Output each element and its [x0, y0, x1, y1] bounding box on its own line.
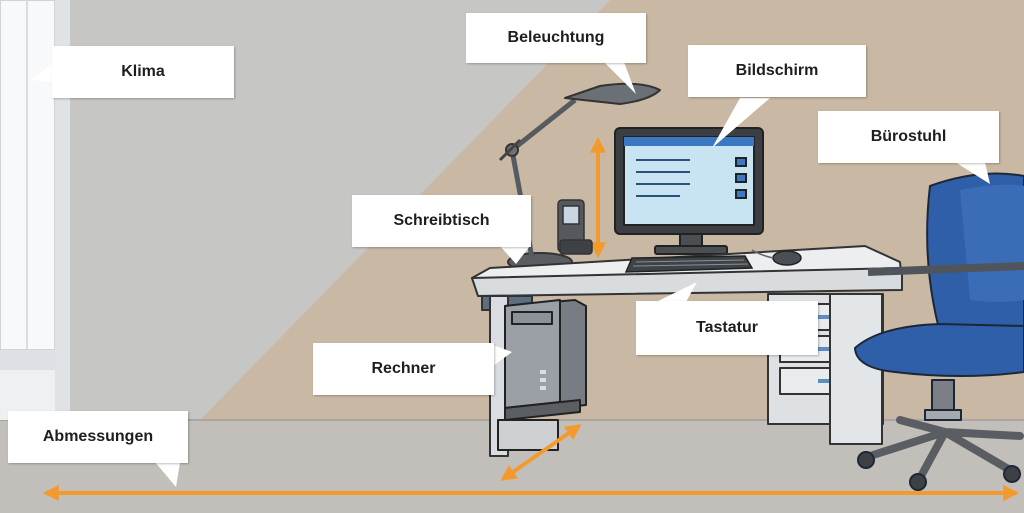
callout-buerostuhl-label: Bürostuhl — [870, 128, 947, 145]
keyboard — [624, 255, 754, 273]
callout-bildschirm: Bildschirm — [688, 45, 866, 97]
callout-pointers — [30, 62, 990, 487]
callout-beleuchtung: Beleuchtung — [466, 13, 646, 63]
callout-tastatur: Tastatur — [636, 301, 818, 355]
callout-abmessungen-label: Abmessungen — [42, 428, 154, 445]
callout-tastatur-label: Tastatur — [696, 319, 758, 336]
callout-rechner: Rechner — [313, 343, 494, 395]
callout-beleuchtung-label: Beleuchtung — [507, 29, 605, 46]
mouse — [751, 249, 802, 266]
callout-rechner-label: Rechner — [371, 360, 436, 377]
desk-phone — [557, 199, 593, 255]
callout-buerostuhl: Bürostuhl — [818, 111, 999, 163]
monitor — [614, 127, 764, 255]
callout-abmessungen: Abmessungen — [8, 411, 188, 463]
callout-schreibtisch-label: Schreibtisch — [393, 212, 490, 229]
callout-schreibtisch: Schreibtisch — [352, 195, 531, 247]
depth-arrow — [500, 424, 582, 481]
callout-klima: Klima — [52, 46, 234, 98]
callout-bildschirm-label: Bildschirm — [735, 62, 819, 79]
callout-klima-label: Klima — [121, 63, 165, 80]
window — [0, 0, 70, 420]
wall-light — [60, 0, 610, 420]
